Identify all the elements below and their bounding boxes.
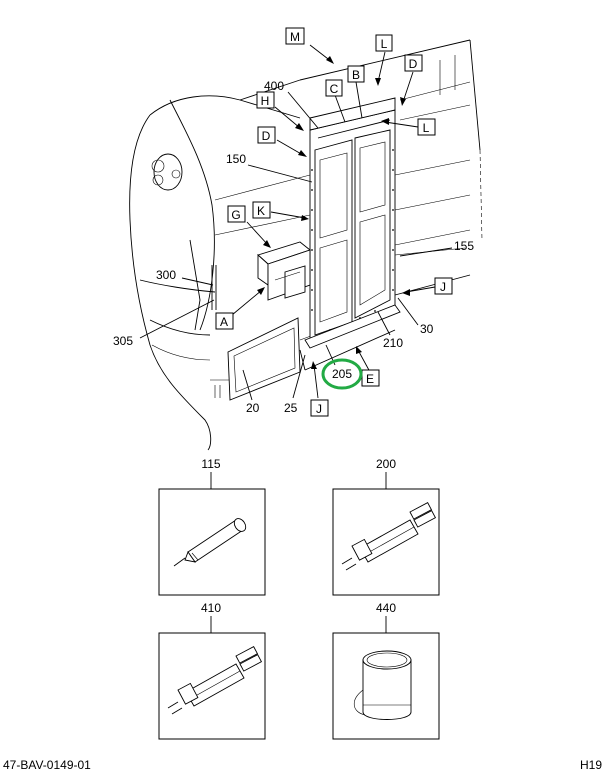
part-30: 30 (420, 322, 434, 336)
svg-text:L: L (423, 121, 430, 135)
lower-step-panel (227, 317, 301, 401)
side-post (211, 265, 217, 310)
part-150: 150 (226, 152, 246, 166)
callout-C: C (325, 79, 343, 97)
callout-D-top: D (404, 54, 423, 72)
callout-G: G (227, 205, 246, 223)
callout-J-right: J (434, 277, 453, 295)
step-bracket (257, 241, 311, 301)
callout-J-bottom: J (310, 399, 329, 417)
callout-K: K (252, 201, 271, 219)
callout-B: B (347, 65, 365, 83)
kit-200: 200 (332, 457, 440, 596)
svg-text:K: K (257, 204, 265, 218)
part-400: 400 (264, 79, 284, 93)
svg-text:J: J (316, 402, 322, 416)
callout-A: A (215, 312, 234, 330)
svg-text:440: 440 (376, 601, 396, 615)
doc-id: 47-BAV-0149-01 (3, 758, 91, 772)
part-20: 20 (246, 401, 260, 415)
callout-M: M (285, 27, 305, 45)
kit-410: 410 (158, 601, 266, 740)
part-210: 210 (383, 336, 403, 350)
svg-text:200: 200 (376, 457, 396, 471)
caulk-tube-icon (173, 518, 247, 567)
page-id: H19 (580, 758, 603, 772)
part-205: 205 (332, 367, 352, 381)
part-155: 155 (454, 239, 474, 253)
kit-440: 440 (332, 601, 440, 740)
callout-E: E (361, 369, 380, 387)
svg-text:G: G (231, 208, 240, 222)
highlight-ring-205 (321, 358, 363, 390)
kit-115: 115 (158, 457, 266, 596)
leader-lines (139, 44, 453, 401)
svg-text:410: 410 (201, 601, 221, 615)
syringe-icon (167, 646, 263, 715)
svg-text:E: E (366, 372, 374, 386)
cab-outline (129, 39, 483, 451)
syringe-icon (341, 502, 437, 571)
callout-L-right: L (417, 118, 436, 136)
svg-text:L: L (381, 37, 388, 51)
svg-text:115: 115 (201, 457, 220, 471)
left-door-panel (314, 139, 353, 336)
right-door-panel (354, 129, 391, 319)
svg-text:C: C (330, 82, 339, 96)
part-300: 300 (156, 268, 176, 282)
door-sill (304, 304, 401, 349)
svg-text:H: H (261, 94, 270, 108)
svg-text:D: D (409, 57, 418, 71)
callout-M-text: M (290, 30, 300, 44)
callout-L-top: L (375, 34, 393, 52)
paint-can-icon (353, 650, 412, 720)
svg-text:D: D (262, 129, 271, 143)
callout-D-left: D (257, 126, 276, 144)
svg-text:B: B (352, 68, 360, 82)
svg-text:A: A (220, 315, 228, 329)
callout-H: H (256, 91, 275, 109)
part-305: 305 (113, 334, 133, 348)
door-assembly (304, 97, 401, 349)
part-25: 25 (284, 401, 298, 415)
svg-text:J: J (440, 280, 446, 294)
